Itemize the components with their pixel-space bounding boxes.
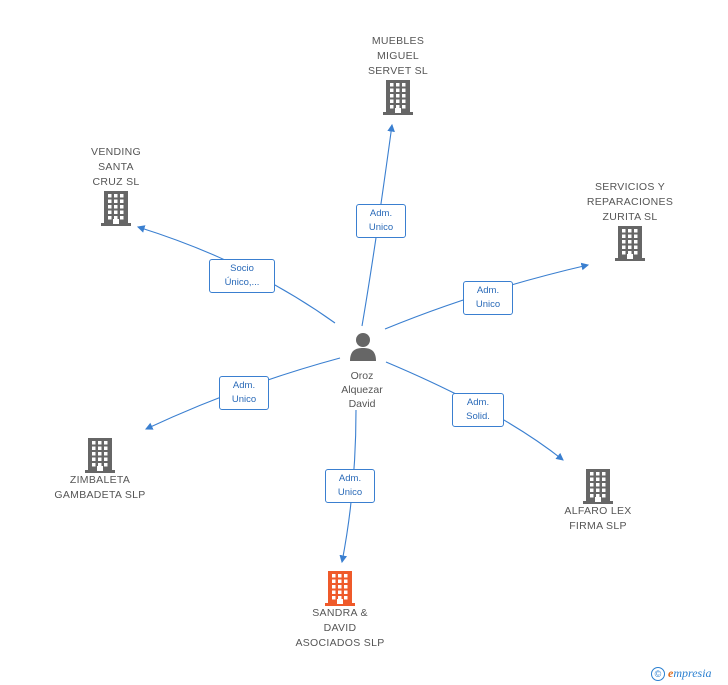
company-node-sandra[interactable]: SANDRA & DAVID ASOCIADOS SLP: [280, 570, 400, 651]
company-name: SANDRA & DAVID ASOCIADOS SLP: [295, 607, 385, 649]
company-node-muebles[interactable]: MUEBLES MIGUEL SERVET SL: [348, 34, 448, 115]
company-node-zimbaleta[interactable]: ZIMBALETA GAMBADETA SLP: [40, 437, 160, 503]
building-icon: [575, 225, 685, 261]
building-icon: [40, 437, 160, 473]
company-node-servicios[interactable]: SERVICIOS Y REPARACIONES ZURITA SL: [575, 180, 685, 261]
company-name: ZIMBALETA GAMBADETA SLP: [54, 474, 146, 501]
company-node-vending[interactable]: VENDING SANTA CRUZ SL: [66, 145, 166, 226]
person-name: Oroz Alquezar David: [341, 370, 383, 410]
company-name: MUEBLES MIGUEL SERVET SL: [367, 35, 429, 77]
company-name: VENDING SANTA CRUZ SL: [91, 146, 141, 188]
building-icon: [66, 190, 166, 226]
relation-label-zimbaleta[interactable]: Adm. Unico: [219, 376, 269, 410]
building-icon: [348, 79, 448, 115]
person-node[interactable]: [343, 331, 383, 361]
person-icon: [350, 333, 376, 361]
building-icon: [548, 468, 648, 504]
company-name: ALFARO LEX FIRMA SLP: [564, 505, 632, 532]
brand-logo: ©empresia: [651, 666, 712, 681]
company-name: SERVICIOS Y REPARACIONES ZURITA SL: [586, 181, 674, 223]
relation-label-vending[interactable]: Socio Único,...: [209, 259, 275, 293]
relation-label-servicios[interactable]: Adm. Unico: [463, 281, 513, 315]
company-node-alfaro[interactable]: ALFARO LEX FIRMA SLP: [548, 468, 648, 534]
copyright-icon: ©: [651, 667, 665, 681]
relation-label-muebles[interactable]: Adm. Unico: [356, 204, 406, 238]
building-icon: [280, 570, 400, 606]
relation-label-sandra[interactable]: Adm. Unico: [325, 469, 375, 503]
relation-label-alfaro[interactable]: Adm. Solid.: [452, 393, 504, 427]
